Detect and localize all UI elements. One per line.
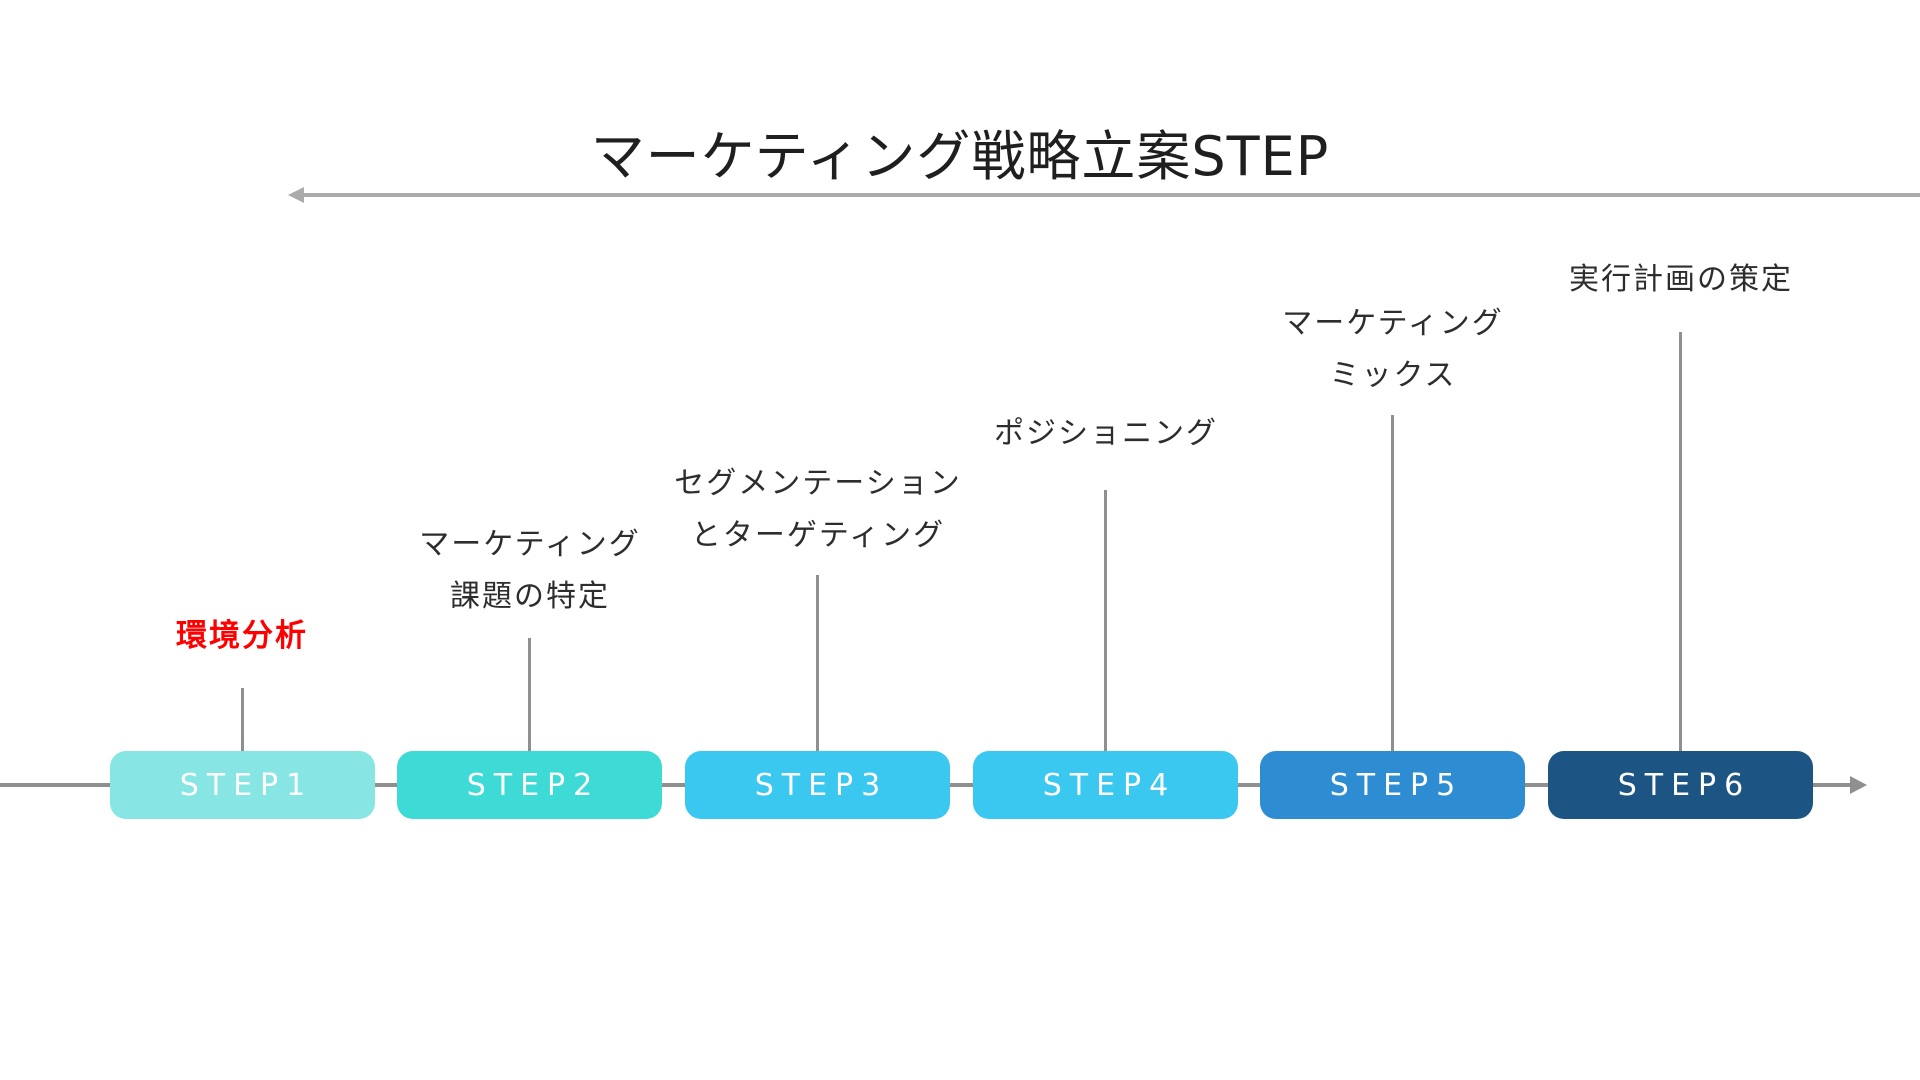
step1-connector-line: [241, 688, 244, 751]
step1-box: STEP1: [110, 751, 375, 819]
caption-line: マーケティング: [1282, 306, 1504, 341]
step2-box: STEP2: [397, 751, 662, 819]
caption-line: 実行計画の策定: [1569, 262, 1793, 297]
step5-connector-line: [1391, 415, 1394, 751]
right-arrowhead-icon: [1850, 776, 1867, 794]
step4-box: STEP4: [973, 751, 1238, 819]
step4-caption: ポジショニング: [994, 408, 1218, 460]
caption-line: とターゲティング: [690, 518, 946, 553]
step4-connector-line: [1104, 490, 1107, 751]
caption-line: 課題の特定: [449, 579, 610, 614]
step2-caption: マーケティング 課題の特定: [419, 519, 641, 623]
step5-caption: マーケティング ミックス: [1282, 298, 1504, 402]
step6-box: STEP6: [1548, 751, 1813, 819]
step1-caption: 環境分析: [176, 614, 308, 658]
step3-connector-line: [816, 575, 819, 751]
caption-line: マーケティング: [419, 527, 641, 562]
step3-caption: セグメンテーション とターゲティング: [674, 458, 961, 562]
step3-box: STEP3: [685, 751, 950, 819]
caption-line: ミックス: [1329, 358, 1457, 393]
step5-box: STEP5: [1260, 751, 1525, 819]
caption-line: セグメンテーション: [674, 466, 962, 501]
caption-line: 環境分析: [176, 618, 308, 654]
left-arrowhead-icon: [288, 187, 304, 203]
title-underline: [302, 193, 1920, 197]
step6-connector-line: [1679, 332, 1682, 751]
slide-title: マーケティング戦略立案STEP: [590, 125, 1330, 188]
step6-caption: 実行計画の策定: [1569, 254, 1793, 306]
caption-line: ポジショニング: [994, 416, 1218, 451]
step2-connector-line: [528, 638, 531, 751]
